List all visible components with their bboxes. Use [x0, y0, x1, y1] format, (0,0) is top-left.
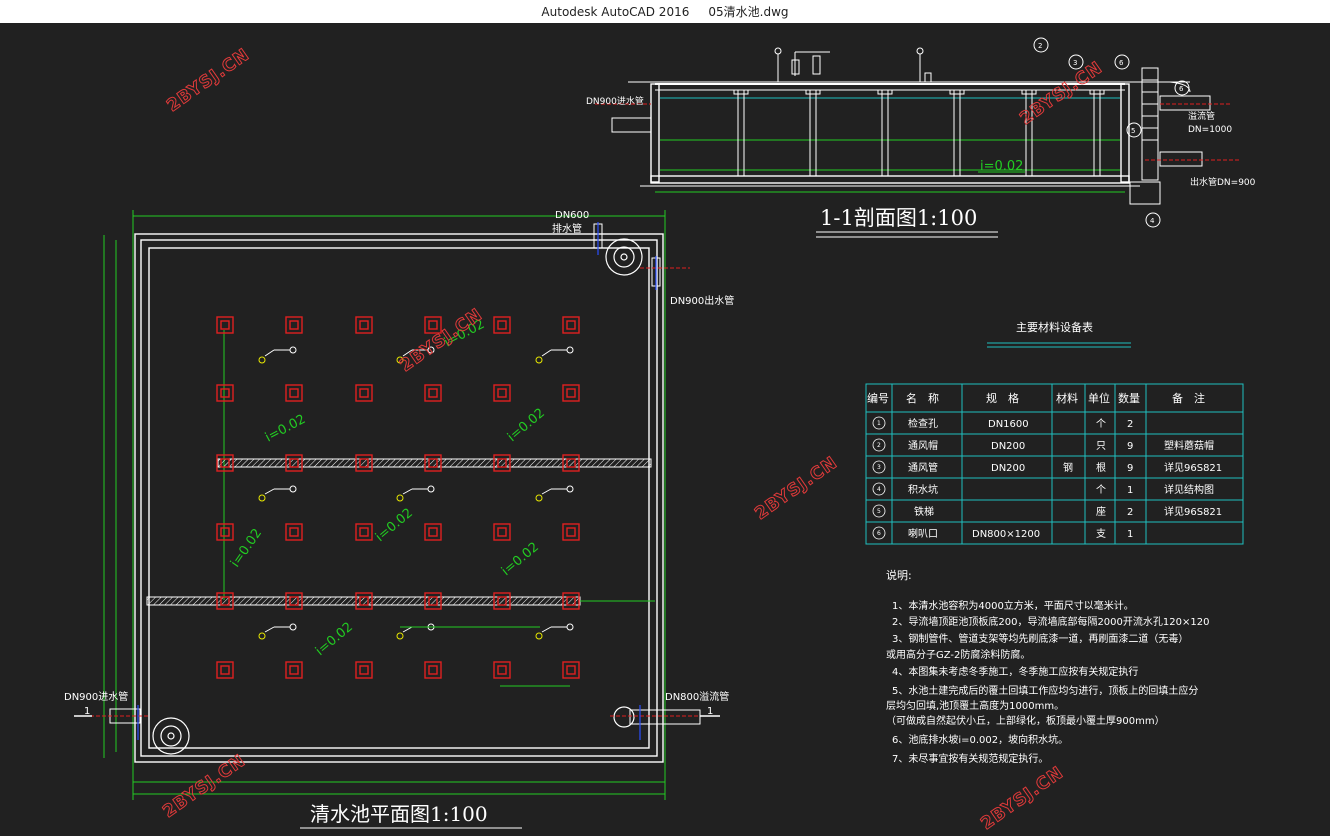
plan-overflow-label: DN800溢流管 — [665, 690, 729, 703]
section-mark-right: 1 — [707, 706, 713, 717]
plan-inlet-label: DN900进水管 — [64, 690, 128, 703]
plan-view: 1 1 i=0.02 i=0.02 i=0.02 i=0.02 i=0.02 i… — [64, 210, 734, 829]
header-material: 材料 — [1056, 391, 1078, 405]
row-3-name: 通风管 — [908, 461, 938, 474]
drain-label-2: 排水管 — [552, 222, 582, 235]
row-1-no: 1 — [877, 420, 881, 427]
header-unit: 单位 — [1088, 391, 1110, 405]
note-line-7: 层均匀回填,池顶覆土高度为1000mm。 — [886, 699, 1064, 712]
note-line-10: 7、未尽事宜按有关规范规定执行。 — [892, 752, 1048, 765]
row-2-no: 2 — [877, 442, 881, 449]
title-bar: Autodesk AutoCAD 2016 05清水池.dwg — [0, 0, 1330, 24]
plan-title: 清水池平面图1:100 — [310, 802, 488, 826]
callout-4: 4 — [1150, 217, 1155, 225]
row-1-qty: 2 — [1127, 419, 1133, 430]
header-note: 备 注 — [1172, 391, 1205, 405]
row-2-unit: 只 — [1096, 441, 1106, 452]
section-overflow-label-2: DN=1000 — [1188, 125, 1232, 135]
row-3-material: 钢 — [1063, 461, 1073, 474]
watermark-4: 2BYSJ.CN — [751, 453, 841, 524]
callout-2: 2 — [1038, 42, 1042, 50]
row-4-no: 4 — [877, 486, 881, 493]
note-line-8: （可做成自然起伏小丘，上部绿化，板顶最小覆土厚900mm） — [886, 714, 1165, 727]
header-spec: 规 格 — [986, 391, 1019, 405]
cad-drawing[interactable]: 2 3 6 6 5 4 DN900进水管 溢流管 DN=1000 出水管DN=9… — [0, 23, 1330, 836]
drain-label-1: DN600 — [555, 210, 589, 221]
row-6-spec: DN800×1200 — [972, 529, 1040, 540]
plan-outlet-label: DN900出水管 — [670, 294, 734, 307]
note-line-4: 或用高分子GZ-2防腐涂料防腐。 — [886, 648, 1030, 661]
row-1-unit: 个 — [1096, 418, 1106, 430]
row-6-name: 喇叭口 — [908, 528, 938, 540]
row-4-qty: 1 — [1127, 485, 1133, 496]
note-line-5: 4、本图集未考虑冬季施工，冬季施工应按有关规定执行 — [892, 665, 1138, 678]
header-qty: 数量 — [1118, 392, 1140, 405]
section-view: 2 3 6 6 5 4 DN900进水管 溢流管 DN=1000 出水管DN=9… — [586, 37, 1256, 238]
callout-6a: 6 — [1119, 59, 1124, 67]
row-3-qty: 9 — [1127, 463, 1133, 474]
row-3-spec: DN200 — [991, 463, 1025, 474]
section-overflow-label-1: 溢流管 — [1188, 110, 1215, 122]
row-4-note: 详见结构图 — [1164, 483, 1214, 496]
row-2-qty: 9 — [1127, 441, 1133, 452]
row-2-note: 塑料蘑菇帽 — [1164, 439, 1214, 452]
section-outlet-label: 出水管DN=900 — [1190, 176, 1256, 188]
row-1-name: 检查孔 — [908, 417, 938, 430]
callout-3: 3 — [1073, 59, 1077, 67]
row-5-note: 详见96S821 — [1164, 505, 1222, 518]
header-name: 名 称 — [906, 391, 939, 405]
header-no: 编号 — [867, 391, 889, 405]
watermark-1: 2BYSJ.CN — [163, 45, 253, 116]
section-mark-left: 1 — [84, 706, 90, 717]
watermark-2: 2BYSJ.CN — [1016, 58, 1106, 129]
row-4-unit: 个 — [1096, 484, 1106, 496]
slope-label-3: i=0.02 — [505, 406, 548, 445]
note-line-2: 2、导流墙顶距池顶板底200，导流墙底部每隔2000开流水孔120×120 — [892, 615, 1209, 628]
row-2-name: 通风帽 — [908, 439, 938, 452]
note-line-9: 6、池底排水坡i=0.002，坡向积水坑。 — [892, 733, 1068, 746]
slope-label-4: i=0.02 — [373, 506, 416, 545]
material-table: 主要材料设备表 编号 名 称 规 格 材料 单位 数量 备 注 — [865, 320, 1244, 545]
notes-block: 说明: 1、本清水池容积为4000立方米，平面尺寸以毫米计。 2、导流墙顶距池顶… — [886, 568, 1209, 765]
slope-label-7: i=0.02 — [313, 620, 356, 659]
drawing-canvas[interactable]: 2 3 6 6 5 4 DN900进水管 溢流管 DN=1000 出水管DN=9… — [0, 23, 1330, 836]
callout-6b: 6 — [1179, 85, 1184, 93]
slope-label-6: i=0.02 — [499, 540, 542, 579]
row-3-unit: 根 — [1096, 461, 1106, 474]
row-5-no: 5 — [877, 508, 881, 515]
callout-5: 5 — [1131, 127, 1135, 135]
row-5-qty: 2 — [1127, 507, 1133, 518]
window-title: Autodesk AutoCAD 2016 05清水池.dwg — [541, 5, 789, 19]
note-line-1: 1、本清水池容积为4000立方米，平面尺寸以毫米计。 — [892, 599, 1134, 612]
row-6-no: 6 — [877, 530, 881, 537]
row-5-name: 铁梯 — [914, 505, 934, 518]
row-4-name: 积水坑 — [908, 483, 938, 496]
row-3-no: 3 — [877, 464, 881, 471]
row-5-unit: 座 — [1096, 505, 1106, 518]
slope-label-1: i=0.02 — [263, 412, 308, 446]
row-3-note: 详见96S821 — [1164, 461, 1222, 474]
row-6-qty: 1 — [1127, 529, 1133, 540]
note-line-6: 5、水池土建完成后的覆土回填工作应均匀进行，顶板上的回填土应分 — [892, 684, 1198, 697]
table-title: 主要材料设备表 — [1016, 320, 1093, 334]
watermark-6: 2BYSJ.CN — [977, 763, 1067, 834]
row-1-spec: DN1600 — [988, 419, 1029, 430]
section-slope: i=0.02 — [980, 159, 1023, 174]
section-inlet-label: DN900进水管 — [586, 95, 644, 107]
notes-heading: 说明: — [886, 568, 912, 582]
row-6-unit: 支 — [1096, 528, 1106, 540]
row-2-spec: DN200 — [991, 441, 1025, 452]
watermark-3: 2BYSJ.CN — [396, 305, 486, 376]
note-line-3: 3、钢制管件、管道支架等均先刷底漆一道，再刷面漆二道（无毒） — [892, 632, 1188, 645]
section-title: 1-1剖面图1:100 — [820, 206, 977, 230]
